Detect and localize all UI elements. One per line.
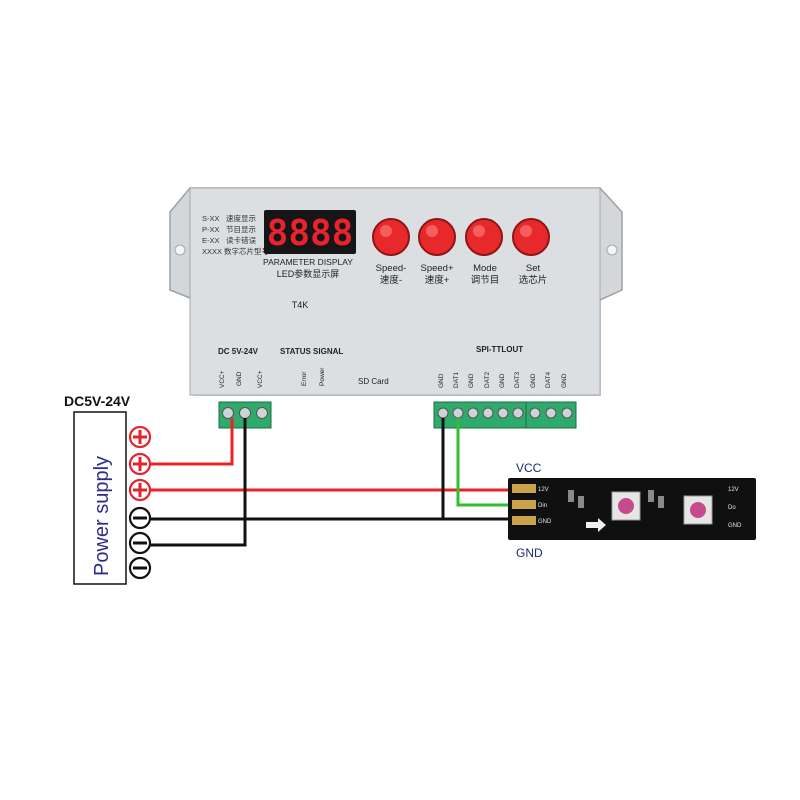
legend-code: S-XX xyxy=(202,214,220,223)
led-display: 8888 PARAMETER DISPLAY LED参数显示屏 T4K xyxy=(263,210,356,310)
strip-pad-label: GND xyxy=(538,519,552,525)
legend-desc: 数字芯片型号 xyxy=(224,246,269,256)
model-label: T4K xyxy=(292,300,309,310)
power-pin-labels: VCC+ GND VCC+ xyxy=(219,370,264,388)
pin-label: GND xyxy=(561,373,568,388)
pin-label: DAT3 xyxy=(514,371,521,388)
button-label-en: Speed+ xyxy=(420,263,453,274)
section-labels: DC 5V-24V STATUS SIGNAL SPI-TTLOUT SD Ca… xyxy=(218,345,523,386)
set-button[interactable]: Set 选芯片 xyxy=(512,218,550,286)
positive-terminal-icon xyxy=(128,478,152,502)
pin-label: GND xyxy=(468,373,475,388)
pin-label: GND xyxy=(499,373,506,388)
output-pin-labels: GND DAT1 GND DAT2 GND DAT3 GND DAT4 GND xyxy=(438,371,568,388)
sdcard-label: SD Card xyxy=(358,377,389,386)
pin-label: GND xyxy=(438,373,445,388)
strip-pad-label: Do xyxy=(728,505,736,511)
positive-terminal-icon xyxy=(128,452,152,476)
mode-button[interactable]: Mode 调节目 xyxy=(465,218,503,286)
button-label-en: Speed- xyxy=(376,263,407,274)
wire-black xyxy=(140,418,247,547)
button-label-cn: 速度- xyxy=(380,274,402,286)
strip-gnd-label: GND xyxy=(516,546,543,560)
power-supply-terminals xyxy=(128,425,152,580)
arrow-right-icon xyxy=(586,518,606,532)
button-label-cn: 调节目 xyxy=(471,275,500,286)
speed-plus-button[interactable]: Speed+ 速度+ xyxy=(418,218,456,286)
pin-label: VCC+ xyxy=(219,370,226,388)
button-label-cn: 速度+ xyxy=(425,274,450,286)
pin-label: GND xyxy=(530,373,537,388)
power-section-label: DC 5V-24V xyxy=(218,347,259,356)
legend-code: XXXX xyxy=(202,247,222,256)
pin-label: Error xyxy=(301,371,308,386)
legend-code: E-XX xyxy=(202,236,220,245)
negative-terminal-icon xyxy=(128,556,152,580)
pin-label: VCC+ xyxy=(257,370,264,388)
strip-pad-label: 12V xyxy=(728,487,739,493)
legend-desc: 节目显示 xyxy=(226,225,256,234)
pin-label: DAT4 xyxy=(545,371,552,388)
strip-vcc-label: VCC xyxy=(516,461,542,475)
controller-legend: S-XX 速度显示 P-XX 节目显示 E-XX 读卡错误 XXXX 数字芯片型… xyxy=(202,213,269,256)
status-pin-labels: Error Power xyxy=(301,367,326,386)
wire-red xyxy=(140,418,234,466)
strip-pad-label: Din xyxy=(538,503,547,509)
pin-label: Power xyxy=(319,367,326,386)
pin-label: DAT1 xyxy=(453,371,460,388)
strip-pad-label: 12V xyxy=(538,487,549,493)
output-terminal-block xyxy=(433,401,577,429)
power-supply-voltage: DC5V-24V xyxy=(64,393,131,409)
led-strip: 12V Din GND 12V Do GND xyxy=(508,478,756,540)
speed-minus-button[interactable]: Speed- 速度- xyxy=(372,218,410,286)
negative-terminal-icon xyxy=(128,506,152,530)
led-chip xyxy=(683,495,713,525)
power-supply-name: Power supply xyxy=(91,456,113,576)
wire-green xyxy=(456,418,520,507)
legend-desc: 速度显示 xyxy=(226,213,256,223)
pin-label: DAT2 xyxy=(484,371,491,388)
negative-terminal-icon xyxy=(128,531,152,555)
controller-buttons: Speed- 速度- Speed+ 速度+ Mode 调节目 Set 选芯片 xyxy=(372,218,550,286)
button-label-cn: 选芯片 xyxy=(519,274,548,286)
display-label-en: PARAMETER DISPLAY xyxy=(263,257,353,267)
display-digits: 8888 xyxy=(267,213,354,254)
wires xyxy=(140,418,520,547)
power-supply: DC5V-24V Power supply xyxy=(64,393,131,585)
positive-terminal-icon xyxy=(128,425,152,449)
legend-code: P-XX xyxy=(202,225,220,234)
status-section-label: STATUS SIGNAL xyxy=(280,347,343,356)
strip-pad-label: GND xyxy=(728,523,742,529)
button-label-en: Mode xyxy=(473,263,497,274)
legend-desc: 读卡错误 xyxy=(226,235,256,245)
display-label-cn: LED参数显示屏 xyxy=(277,268,340,279)
button-label-en: Set xyxy=(526,263,541,274)
output-section-label: SPI-TTLOUT xyxy=(476,345,523,354)
pin-label: GND xyxy=(236,371,243,386)
